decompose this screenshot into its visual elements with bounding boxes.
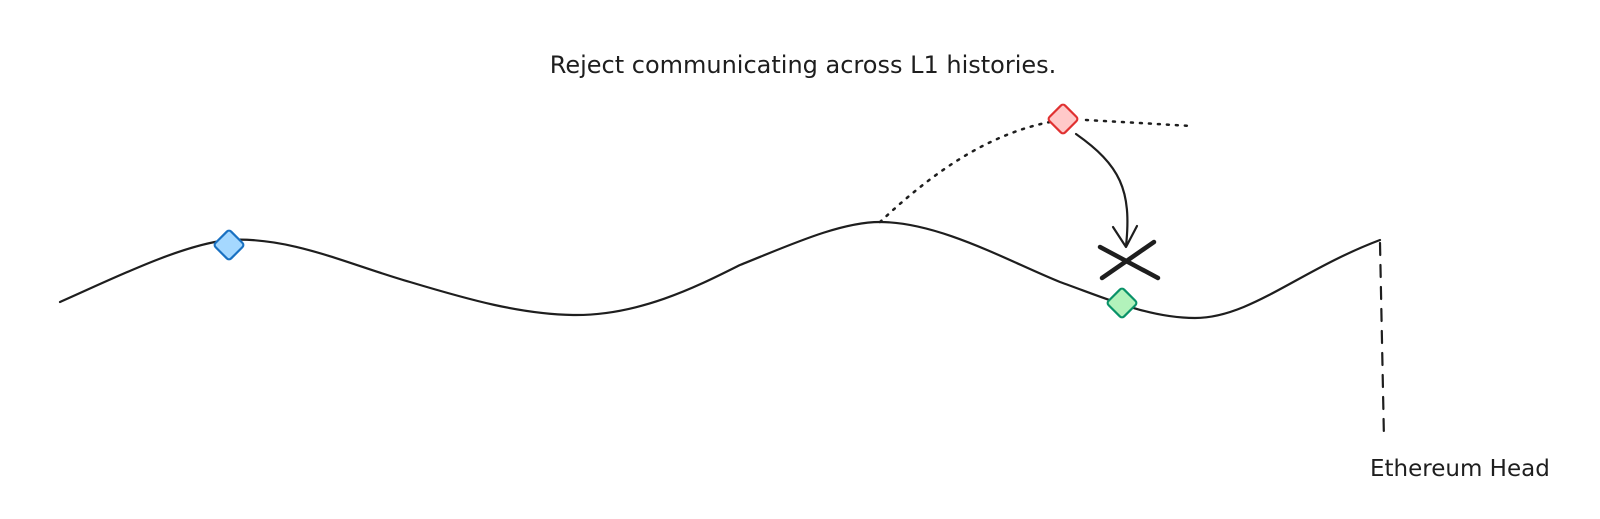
forked-branch-dotted-tail bbox=[1084, 118, 1194, 128]
reject-x-icon bbox=[1097, 239, 1161, 281]
green-diamond-marker bbox=[1106, 287, 1138, 319]
forked-branch-dotted bbox=[878, 118, 1064, 224]
ethereum-head-label: Ethereum Head bbox=[1370, 456, 1550, 482]
head-dashed-line bbox=[1378, 241, 1386, 442]
reject-arrow bbox=[1074, 132, 1129, 248]
red-diamond-marker bbox=[1047, 103, 1079, 135]
caption-text: Reject communicating across L1 histories… bbox=[550, 51, 1057, 79]
arrowhead-icon bbox=[1111, 224, 1139, 249]
blue-diamond-marker bbox=[213, 229, 245, 261]
main-chain-curve bbox=[58, 220, 1382, 320]
